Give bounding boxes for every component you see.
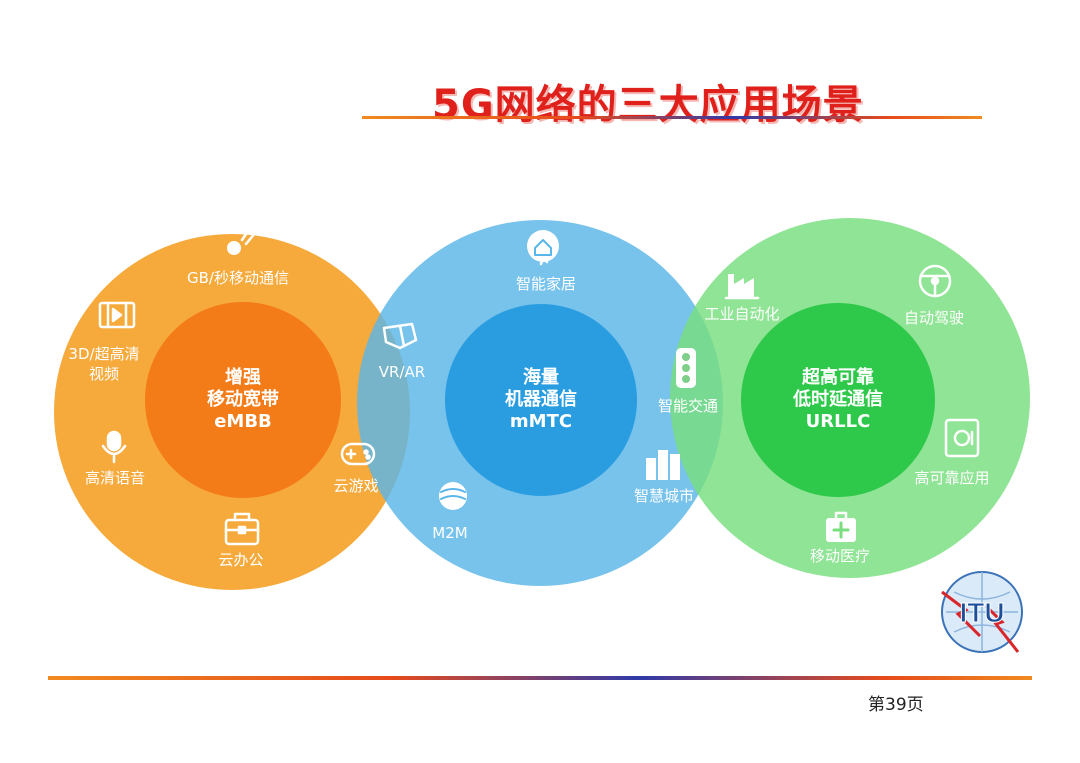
item-cloud-office: 云办公: [218, 551, 264, 569]
urllc-core-line-3: URLLC: [805, 411, 871, 432]
item-3d-video: 3D/超高清视频: [68, 345, 140, 383]
title-underline: [362, 116, 982, 119]
mmtc-core-line-3: mMTC: [509, 411, 573, 432]
briefcase-icon: [224, 512, 260, 546]
home-icon: [527, 230, 559, 266]
mmtc-core-line-2: 机器通信: [505, 389, 577, 410]
item-mobile-medical: 移动医疗: [809, 547, 871, 565]
speed-icon: [227, 226, 258, 255]
itu-logo: ITU: [941, 571, 1023, 653]
item-smart-home: 智能家居: [515, 275, 577, 293]
item-m2m: M2M: [432, 524, 468, 542]
item-cloud-gaming: 云游戏: [333, 477, 379, 495]
page-number: 第39页: [868, 695, 924, 715]
urllc-core-line-2: 低时延通信: [793, 389, 883, 410]
vr-headset-icon: [382, 322, 418, 350]
itu-logo-text: ITU: [959, 597, 1004, 628]
traffic-light-icon: [676, 348, 696, 388]
embb-core-label: 增强 移动宽带 eMBB: [207, 367, 279, 433]
item-autonomous-driving: 自动驾驶: [903, 309, 965, 327]
urllc-core-label: 超高可靠 低时延通信 URLLC: [793, 367, 883, 433]
gamepad-icon: [340, 442, 376, 466]
microphone-icon: [101, 430, 127, 464]
network-icon: [439, 482, 467, 510]
mmtc-core-circle: [445, 304, 637, 496]
factory-icon: [724, 274, 760, 300]
city-icon: [646, 450, 680, 480]
film-icon: [98, 301, 136, 329]
embb-core-line-1: 增强: [225, 367, 261, 388]
item-gb-mobile: GB/秒移动通信: [187, 269, 289, 287]
embb-core-circle: [145, 302, 341, 498]
item-smart-traffic: 智能交通: [657, 397, 719, 415]
footer-rule: [48, 676, 1032, 680]
mmtc-core-label: 海量 机器通信 mMTC: [505, 367, 577, 433]
urllc-core-circle: [741, 303, 935, 497]
item-smart-city: 智慧城市: [633, 487, 695, 505]
item-industrial-automation: 工业自动化: [704, 305, 780, 323]
urllc-core-line-1: 超高可靠: [802, 367, 874, 388]
safe-icon: [944, 418, 980, 458]
embb-core-line-3: eMBB: [214, 411, 272, 432]
page-title: 5G网络的三大应用场景: [432, 82, 864, 128]
mmtc-core-line-1: 海量: [523, 367, 559, 388]
embb-core-line-2: 移动宽带: [207, 389, 279, 410]
item-vr-ar: VR/AR: [378, 363, 426, 381]
steering-wheel-icon: [918, 264, 952, 298]
item-high-reliability: 高可靠应用: [914, 469, 990, 487]
item-hd-voice: 高清语音: [84, 469, 146, 487]
medical-kit-icon: [826, 511, 856, 542]
